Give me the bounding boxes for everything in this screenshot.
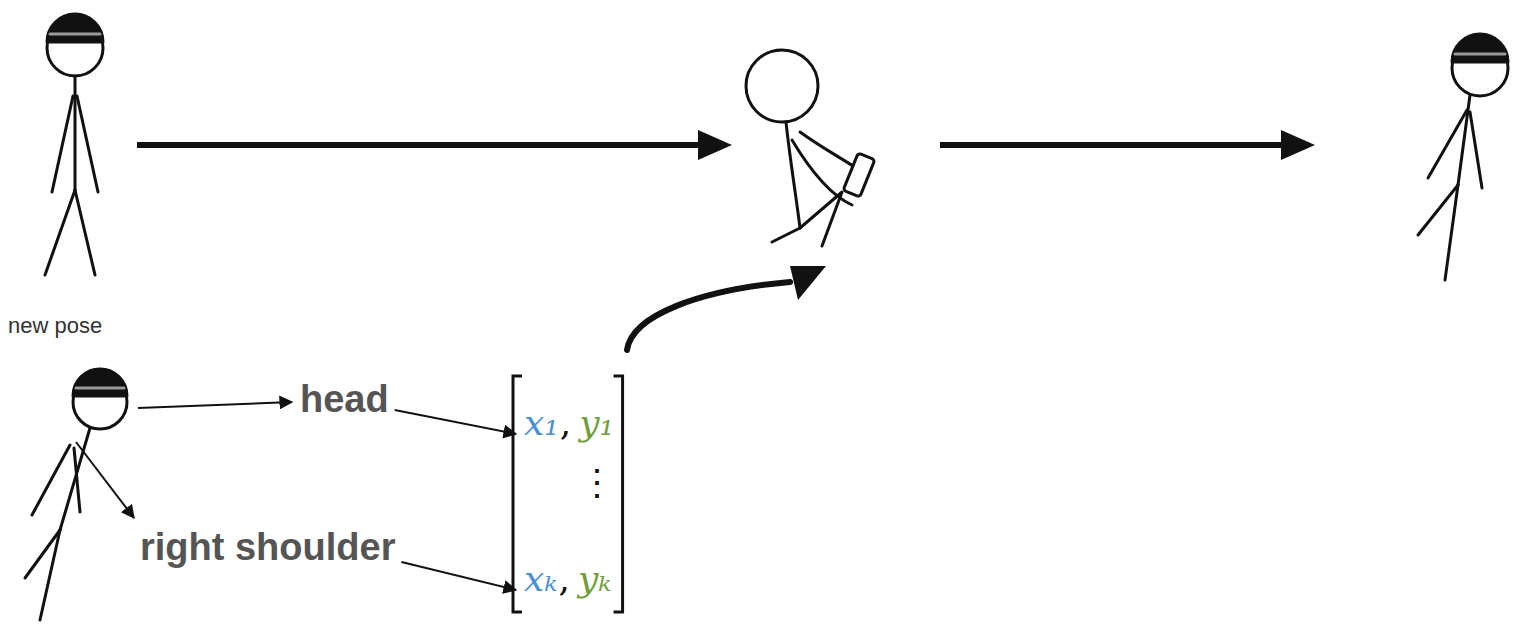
matrix-entry: xₖ (524, 558, 557, 599)
matrix-separator: , (560, 402, 571, 443)
leader-arrow (395, 410, 516, 434)
matrix-bracket (614, 376, 623, 612)
caption-label: new pose (8, 313, 102, 338)
part-name: head (300, 378, 389, 422)
matrix-bracket (513, 376, 522, 612)
part-name: right shoulder (140, 526, 395, 570)
matrix-entry: x₁ (524, 402, 559, 443)
stick-figure (25, 369, 127, 620)
matrix-entry: yₖ (578, 558, 611, 599)
leader-arrow (401, 562, 516, 590)
matrix-separator: , (558, 558, 569, 599)
curved-arrow (627, 266, 826, 350)
matrix-entry: y₁ (579, 402, 614, 443)
stick-figure (1418, 34, 1508, 280)
transition-arrow (137, 130, 732, 160)
leader-arrow (138, 402, 292, 408)
stick-figure (45, 14, 103, 275)
leader-arrow (76, 442, 134, 518)
transition-arrow (940, 130, 1315, 160)
matrix-ellipsis: ⋮ (579, 462, 615, 503)
stick-figure (746, 50, 875, 246)
